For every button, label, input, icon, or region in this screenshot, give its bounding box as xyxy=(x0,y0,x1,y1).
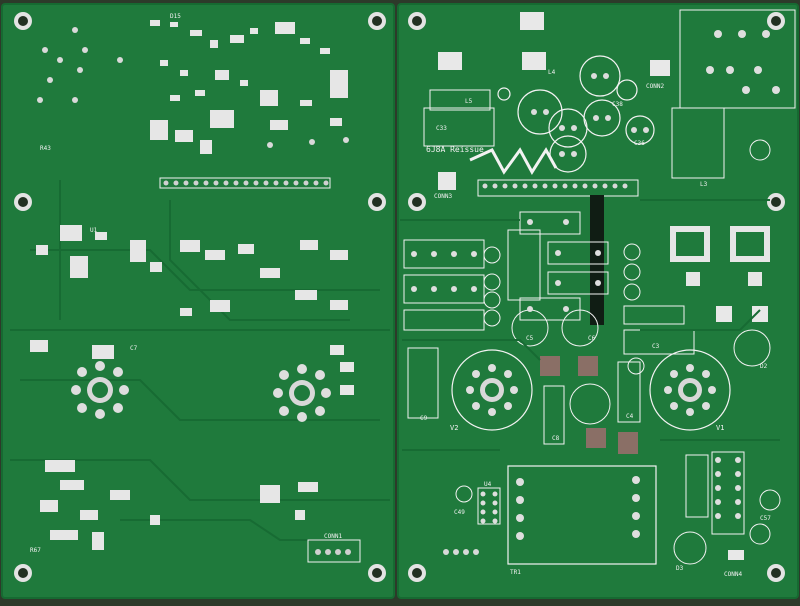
label-l3: L3 xyxy=(700,181,708,188)
label-l5: L5 xyxy=(465,98,473,105)
tube-socket-v1: V1 xyxy=(649,349,731,432)
label-c49: C49 xyxy=(454,509,465,516)
label-u1: U1 xyxy=(90,227,98,234)
connector-conn2 xyxy=(650,60,670,76)
label-c9: C9 xyxy=(420,415,428,422)
copper-keepout-bar xyxy=(590,195,604,325)
pin-header xyxy=(159,177,331,189)
label-v2: V2 xyxy=(450,424,458,432)
label-r43: R43 xyxy=(40,145,51,152)
label-d15: D15 xyxy=(170,13,181,20)
tube-socket-left xyxy=(71,361,129,419)
ic-cluster xyxy=(670,226,770,322)
label-l4: L4 xyxy=(548,69,556,76)
connector-conn3 xyxy=(438,172,456,190)
connector-conn1: CONN1 xyxy=(307,533,361,563)
label-tr1: TR1 xyxy=(510,569,521,576)
label-c6: C6 xyxy=(588,335,596,342)
copper-pads xyxy=(540,356,638,454)
pin-header-right xyxy=(477,179,639,197)
label-conn2: CONN2 xyxy=(646,83,664,90)
tube-socket-right xyxy=(273,364,331,422)
label-r67: R67 xyxy=(30,547,41,554)
label-v1: V1 xyxy=(716,424,724,432)
label-c8: C8 xyxy=(552,435,560,442)
label-c3: C3 xyxy=(652,343,660,350)
dip-socket-right xyxy=(711,451,745,535)
label-conn4: CONN4 xyxy=(724,571,742,578)
transformer-outline: TR1 xyxy=(507,465,657,576)
ic-u4: U4 C49 xyxy=(454,481,501,525)
label-c5: C5 xyxy=(526,335,534,342)
tube-socket-v2: V2 xyxy=(450,349,533,432)
right-board: C33 L5 L4 C36 C38 6J8A Reissue L3 xyxy=(397,3,799,599)
left-board: CONN1 D15 R43 U1 C7 R67 xyxy=(1,3,395,599)
label-u4: U4 xyxy=(484,481,492,488)
label-conn3: CONN3 xyxy=(434,193,452,200)
label-c4: C4 xyxy=(626,413,634,420)
label-c57: C57 xyxy=(760,515,771,522)
label-conn1: CONN1 xyxy=(324,533,342,540)
label-c7: C7 xyxy=(130,345,138,352)
label-c36: C36 xyxy=(634,140,645,147)
board-logo: 6J8A Reissue xyxy=(426,145,558,175)
label-c33: C33 xyxy=(436,125,447,132)
label-d2: D2 xyxy=(760,363,768,370)
label-c38: C38 xyxy=(612,101,623,108)
logo-text: 6J8A Reissue xyxy=(426,145,484,154)
label-d3: D3 xyxy=(676,565,684,572)
